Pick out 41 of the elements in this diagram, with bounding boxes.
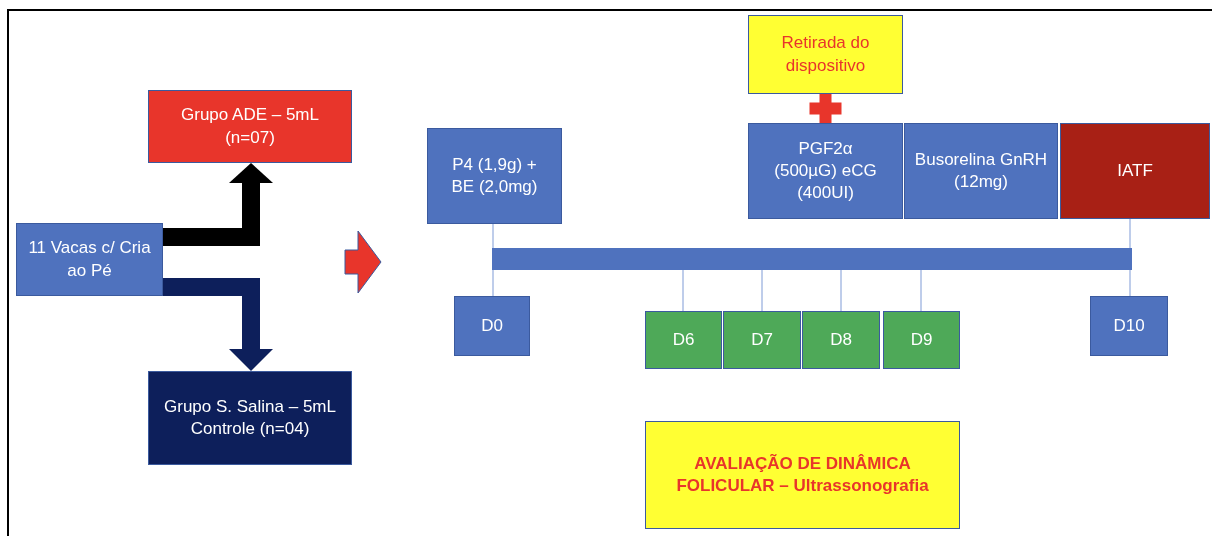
- box-label: IATF: [1117, 159, 1153, 182]
- connector-line: [840, 269, 842, 312]
- day-box: [883, 311, 960, 369]
- note-box: [645, 421, 960, 529]
- box-label: P4 (1,9g) + BE (2,0mg): [450, 153, 539, 198]
- box-label: D7: [751, 328, 773, 351]
- note-text: AVALIAÇÃO DE DINÂMICA FOLICULAR – Ultrassonografia: [675, 452, 930, 497]
- treatment-box: [748, 123, 903, 219]
- note-box: [748, 15, 903, 94]
- group-box: [148, 371, 352, 465]
- block-arrow: [163, 278, 273, 371]
- day-box: [454, 296, 530, 356]
- group-box: [148, 90, 352, 163]
- day-box: [723, 311, 801, 369]
- box-label: Grupo ADE – 5mL (n=07): [180, 104, 320, 149]
- day-box: [1090, 296, 1168, 356]
- event-box: [1060, 123, 1210, 219]
- box-label: D0: [481, 314, 503, 337]
- box-label: PGF2α (500µG) eCG (400UI): [773, 137, 878, 205]
- timeline-bar: [492, 248, 1132, 270]
- box-label: Grupo S. Salina – 5mL Controle (n=04): [163, 395, 337, 440]
- group-box: [16, 223, 163, 296]
- box-label: D9: [910, 328, 933, 351]
- treatment-box: [904, 123, 1058, 219]
- box-label: Retirada do dispositivo: [780, 32, 871, 77]
- day-box: [802, 311, 880, 369]
- treatment-box: [427, 128, 562, 224]
- connector-line: [682, 269, 684, 312]
- connector-line: [761, 269, 763, 312]
- block-arrow: [163, 163, 273, 246]
- connector-line: [1129, 218, 1131, 249]
- box-label: D10: [1113, 314, 1145, 337]
- box-label: Busorelina GnRH (12mg): [913, 148, 1049, 193]
- connector-line: [492, 223, 494, 249]
- connector-line: [492, 269, 494, 297]
- box-label: D8: [830, 328, 852, 351]
- day-box: [645, 311, 722, 369]
- connector-line: [920, 269, 922, 312]
- box-label: 11 Vacas c/ Cria ao Pé: [27, 237, 152, 282]
- box-label: D6: [672, 328, 695, 351]
- connector-line: [1129, 269, 1131, 297]
